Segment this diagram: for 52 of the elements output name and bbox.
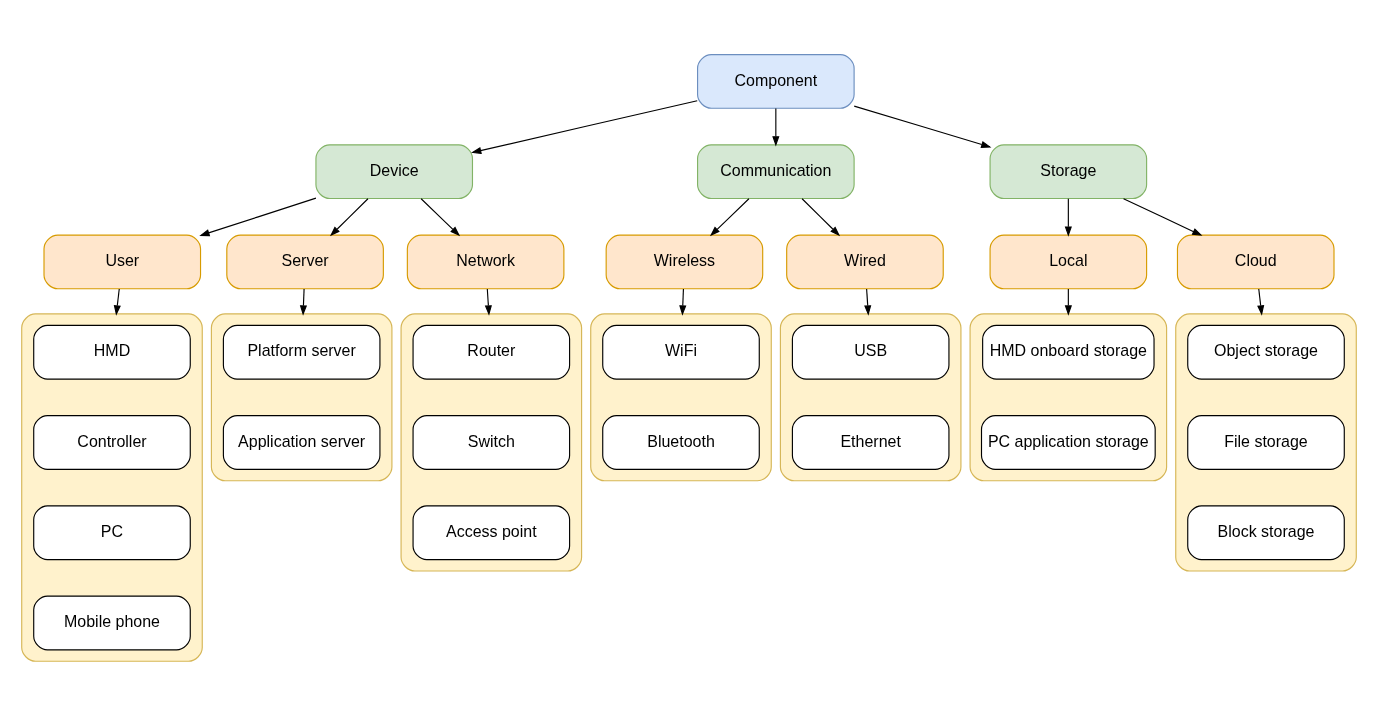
arrow [1123, 197, 1203, 236]
arrow [709, 197, 750, 236]
node-box: Block storage [1187, 504, 1345, 560]
node-box: Device [315, 143, 474, 199]
cluster [210, 312, 393, 481]
arrow [471, 99, 698, 154]
node-box: Network [406, 234, 565, 289]
cluster [1175, 312, 1357, 572]
node-box: Router [412, 324, 571, 380]
arrow [484, 287, 492, 316]
node-box: User [43, 234, 202, 289]
node-box: HMD [33, 324, 191, 380]
node-box: HMD onboard storage [982, 324, 1155, 380]
node-box: Ethernet [791, 414, 950, 470]
node-box: Application server [222, 414, 381, 470]
node-box: Communication [697, 143, 855, 199]
arrow [1257, 287, 1265, 316]
node-box: Server [226, 234, 384, 289]
node-box: Switch [412, 414, 571, 470]
arrow [420, 197, 461, 236]
arrow [864, 287, 872, 316]
cluster [21, 312, 203, 662]
node-box: WiFi [602, 324, 760, 380]
arrow [1064, 197, 1072, 237]
arrow [199, 197, 317, 236]
cluster [779, 312, 962, 481]
node-box: Component [697, 53, 855, 109]
node-box: Local [989, 234, 1148, 289]
cluster [969, 312, 1168, 481]
cluster [400, 312, 583, 572]
node-box: Object storage [1187, 324, 1345, 380]
cluster [590, 312, 772, 481]
arrow [299, 287, 308, 316]
node-box: Storage [989, 143, 1148, 199]
arrow [329, 197, 369, 236]
node-box: Controller [33, 414, 191, 470]
node-box: Mobile phone [33, 595, 191, 650]
node-box: USB [791, 324, 950, 380]
node-box: PC application storage [980, 414, 1156, 470]
node-box: PC [33, 504, 191, 560]
node-box: Wired [786, 234, 944, 289]
node-box: Wireless [605, 234, 764, 289]
arrow [113, 287, 121, 316]
arrow [679, 287, 687, 316]
node-box: Platform server [222, 324, 381, 380]
arrow [801, 197, 841, 236]
node-box: Access point [412, 504, 571, 560]
node-box: Bluetooth [602, 414, 760, 470]
node-box: Cloud [1176, 234, 1335, 289]
arrow [772, 107, 780, 147]
arrow [853, 105, 992, 148]
node-box: File storage [1187, 414, 1345, 470]
